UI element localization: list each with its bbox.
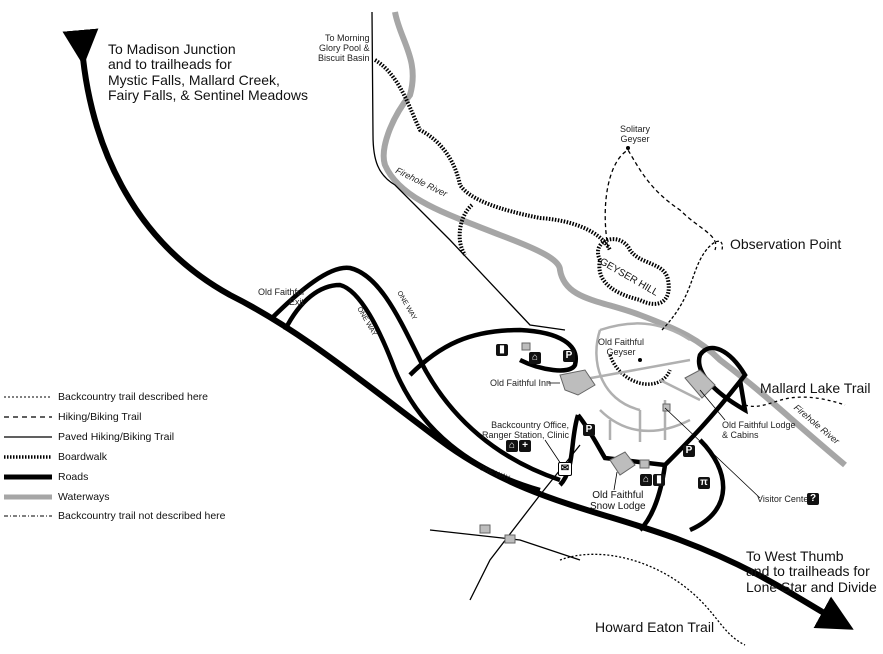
label-line: Fairy Falls, & Sentinel Meadows — [108, 87, 308, 104]
label-line: Exit — [289, 296, 305, 307]
label-line: and to trailheads for — [746, 563, 870, 580]
main-road — [62, 28, 854, 630]
legend-item: Roads — [4, 470, 88, 484]
lodging-icon: ⌂ — [529, 352, 541, 364]
dotted-line-swatch — [4, 396, 52, 398]
old-faithful-exit-label: Old Faithful Exit — [258, 287, 305, 308]
visitor-center-label: Visitor Center — [757, 494, 812, 504]
mallard-lake-trail-label: Mallard Lake Trail — [760, 380, 871, 396]
legend-label: Paved Hiking/Biking Trail — [58, 431, 175, 443]
label-line: & Cabins — [722, 429, 759, 440]
legend-item: Waterways — [4, 490, 110, 504]
boardwalk-crossing — [457, 203, 474, 257]
building — [639, 459, 650, 469]
label-line: To Morning — [325, 33, 370, 43]
inn-loop-road — [408, 327, 578, 377]
legend-label: Roads — [58, 471, 89, 483]
label-line: Mystic Falls, Mallard Creek, — [108, 71, 280, 88]
west-thumb-label: To West Thumb and to trailheads for Lone… — [746, 548, 877, 595]
building — [504, 534, 516, 544]
legend-item: Paved Hiking/Biking Trail — [4, 430, 174, 444]
legend-label: Boardwalk — [58, 451, 108, 463]
old-faithful-inn-label: Old Faithful Inn — [490, 378, 552, 388]
label-line: Lone Star and Divide — [746, 578, 877, 595]
morning-glory-label: To Morning Glory Pool & Biscuit Basin — [318, 33, 370, 64]
boardwalk-swatch — [4, 455, 52, 459]
legend-label: Backcountry trail described here — [58, 391, 208, 403]
lodging-icon: ⌂ — [640, 474, 652, 486]
lodge-cabins-label: Old Faithful Lodge & Cabins — [722, 420, 796, 441]
loop-road-inner — [282, 282, 541, 493]
picnic-area-icon: π — [698, 477, 710, 489]
clinic-icon: + — [519, 440, 531, 452]
old-faithful-geyser-point — [638, 358, 642, 362]
solid-line-swatch — [4, 436, 52, 438]
dashed-line-swatch — [4, 416, 52, 418]
post-office-icon: ✉ — [558, 462, 572, 476]
label-line: To West Thumb — [746, 548, 844, 564]
legend-label: Waterways — [58, 491, 110, 503]
legend-item: Boardwalk — [4, 450, 107, 464]
lodge-building — [684, 369, 716, 399]
label-line: Snow Lodge — [590, 501, 646, 512]
inner-loop-road — [558, 345, 748, 533]
loop-road-outer — [268, 265, 561, 483]
howard-eaton-trail-label: Howard Eaton Trail — [595, 619, 715, 635]
legend-item: Hiking/Biking Trail — [4, 410, 141, 424]
label-line: Solitary — [620, 124, 651, 134]
label-line: Old Faithful Lodge — [722, 420, 796, 430]
legend-label: Backcountry trail not described here — [58, 510, 226, 522]
legend-item: Backcountry trail described here — [4, 390, 208, 404]
observation-point-label: Observation Point — [730, 236, 842, 252]
observation-point-trail — [661, 240, 723, 331]
label-line: Old Faithful — [258, 287, 305, 297]
label-line: To Madison Junction — [108, 41, 236, 57]
building — [479, 524, 491, 534]
label-line: Old Faithful — [592, 490, 644, 501]
label-line: Glory Pool & — [319, 42, 370, 53]
solitary-geyser-point — [626, 146, 630, 150]
label-line: Old Faithful — [598, 337, 645, 347]
snow-lodge-label: Old Faithful Snow Lodge — [590, 490, 646, 512]
backcountry-office-label: Backcountry Office, Ranger Station, Clin… — [482, 420, 570, 441]
dash-dot-swatch — [4, 515, 52, 517]
old-faithful-geyser-label: Old Faithful Geyser — [598, 337, 645, 358]
label-line: Ranger Station, Clinic — [482, 429, 570, 440]
madison-junction-label: To Madison Junction and to trailheads fo… — [108, 41, 308, 104]
restroom-icon: ▮ — [496, 344, 508, 356]
legend-label: Hiking/Biking Trail — [58, 411, 142, 423]
label-line: Backcountry Office, — [491, 420, 570, 430]
snow-lodge-building — [609, 451, 636, 476]
leader-lines — [544, 382, 761, 499]
visitor-center-building — [662, 403, 671, 412]
restroom-icon: ▮ — [653, 474, 665, 486]
ranger-station-icon: ⌂ — [506, 440, 518, 452]
solitary-geyser-trail — [604, 149, 717, 251]
old-faithful-inn-building — [559, 369, 596, 396]
parking-icon: P — [683, 445, 695, 457]
label-line: and to trailheads for — [108, 56, 232, 73]
legend-item: Backcountry trail not described here — [4, 509, 226, 523]
visitor-info-icon: ? — [807, 493, 819, 505]
road-swatch — [4, 474, 52, 480]
label-line: Biscuit Basin — [318, 52, 370, 63]
parking-icon: P — [563, 350, 575, 362]
solitary-geyser-label: Solitary Geyser — [620, 124, 651, 145]
parking-icon: P — [583, 424, 595, 436]
building — [521, 342, 531, 351]
label-line: Geyser — [606, 346, 636, 357]
label-line: Geyser — [620, 133, 650, 144]
water-swatch — [4, 494, 52, 500]
